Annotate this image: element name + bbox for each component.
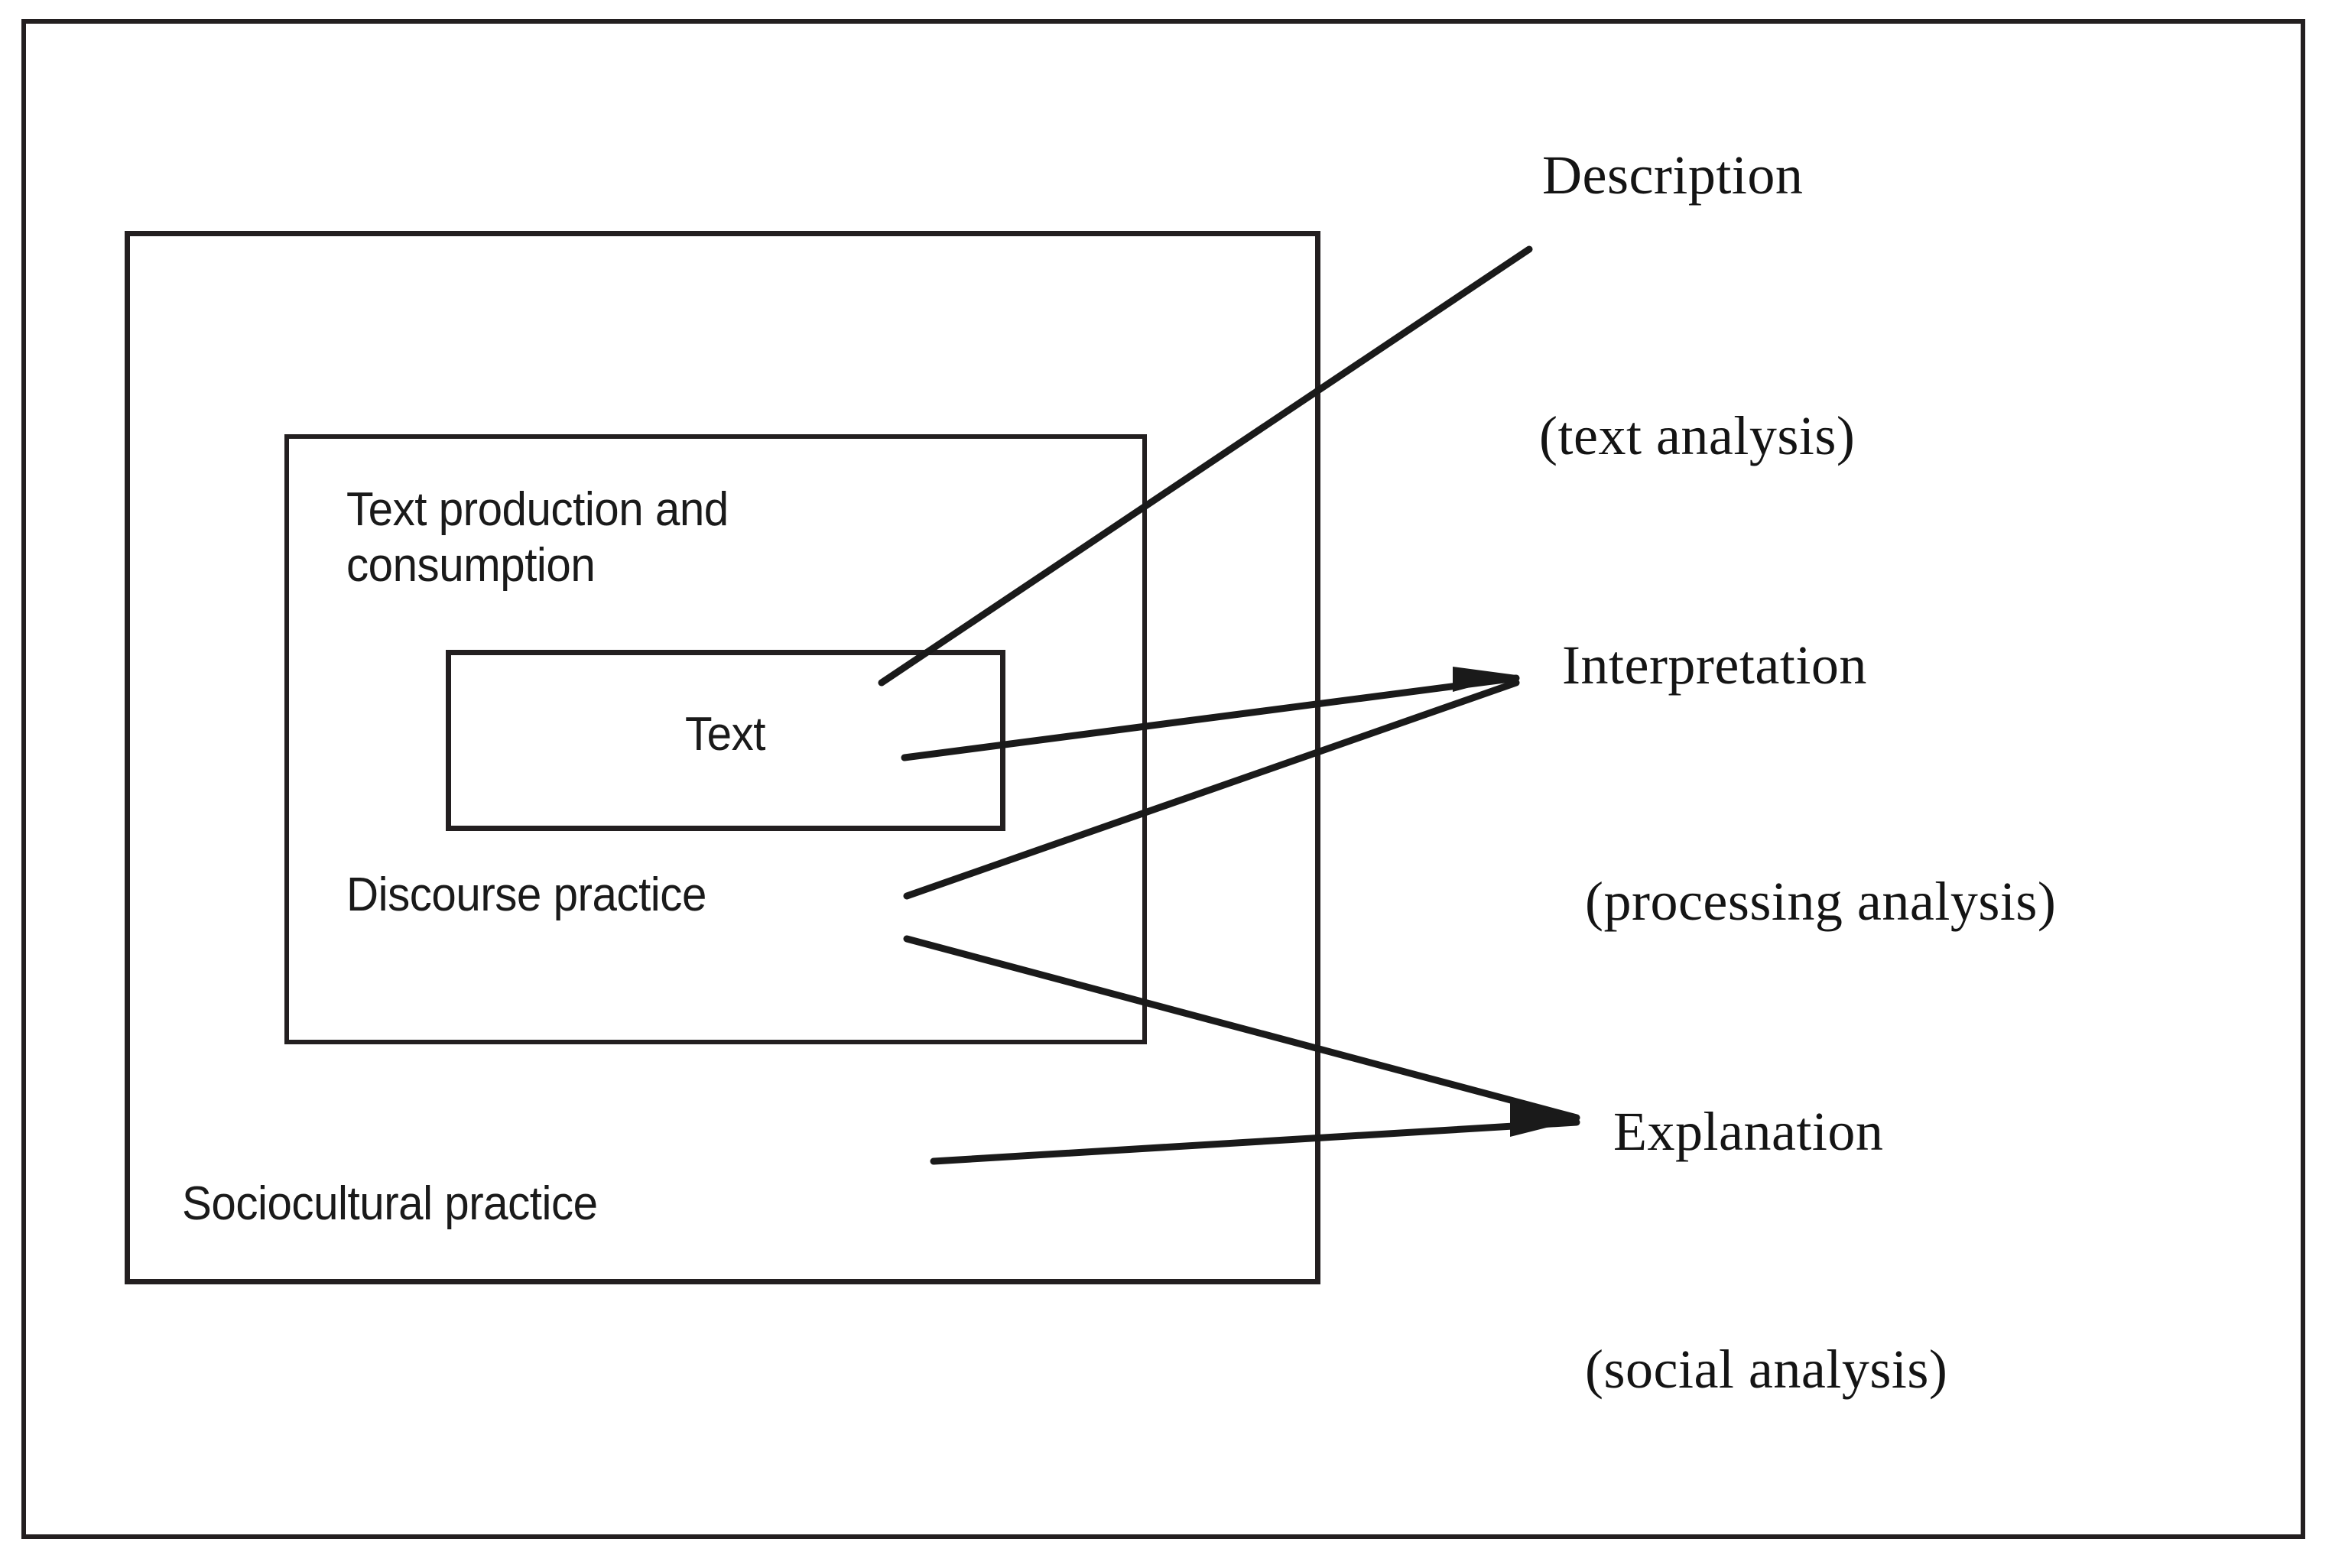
label-text-production-and-consumption: Text production and consumption [346,483,729,592]
annotation-social-analysis: (social analysis) [1585,1339,1948,1400]
annotation-explanation: Explanation [1613,1101,1884,1162]
label-sociocultural-practice: Sociocultural practice [182,1177,598,1230]
label-text: Text [685,708,766,761]
annotation-interpretation: Interpretation [1562,635,1867,696]
annotation-processing-analysis: (processing analysis) [1585,871,2057,932]
annotation-text-analysis: (text analysis) [1539,405,1856,466]
label-discourse-practice: Discourse practice [346,868,706,921]
annotation-description: Description [1542,144,1804,206]
